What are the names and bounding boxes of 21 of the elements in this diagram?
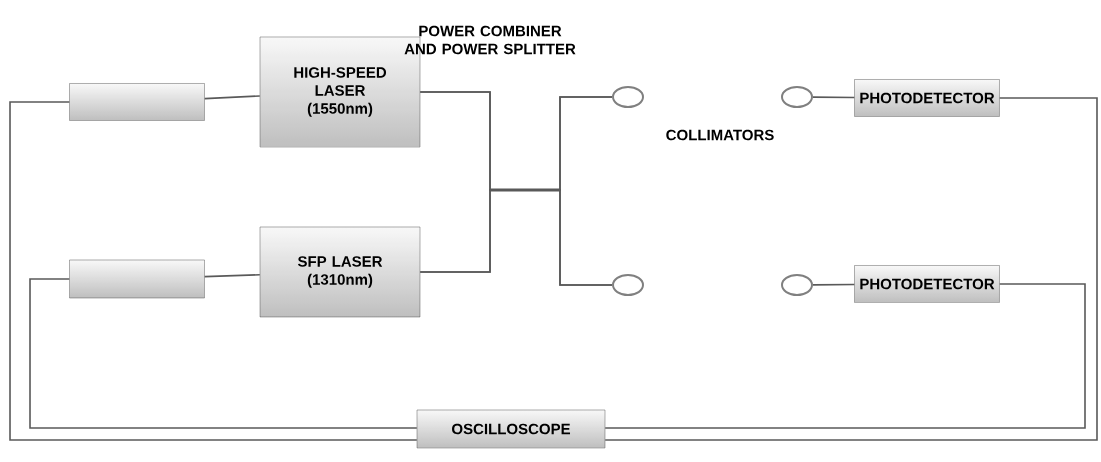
connector-line (419, 189, 613, 286)
collimator-circle (781, 86, 813, 108)
collimator-circle (612, 274, 644, 296)
instrument-box (69, 259, 205, 299)
laser-box: SFP LASER (1310nm) (259, 226, 421, 318)
collimator-circle (781, 274, 813, 296)
connector-line (604, 97, 1098, 441)
connector-line (203, 95, 261, 100)
connector-line (812, 283, 856, 286)
detector-box: PHOTODETECTOR (854, 265, 1000, 303)
annotation-text: POWER COMBINER AND POWER SPLITTER (404, 25, 576, 55)
instrument-box (69, 83, 205, 121)
annotation-text: COLLIMATORS (666, 129, 774, 141)
connector-line (29, 278, 418, 429)
connector-line (9, 101, 418, 441)
collimator-circle (612, 86, 644, 108)
connector-line (604, 283, 1086, 429)
connector-line (812, 96, 856, 99)
connector-line (203, 273, 261, 278)
detector-box: PHOTODETECTOR (854, 79, 1000, 117)
instrument-box: OSCILLOSCOPE (416, 409, 606, 449)
